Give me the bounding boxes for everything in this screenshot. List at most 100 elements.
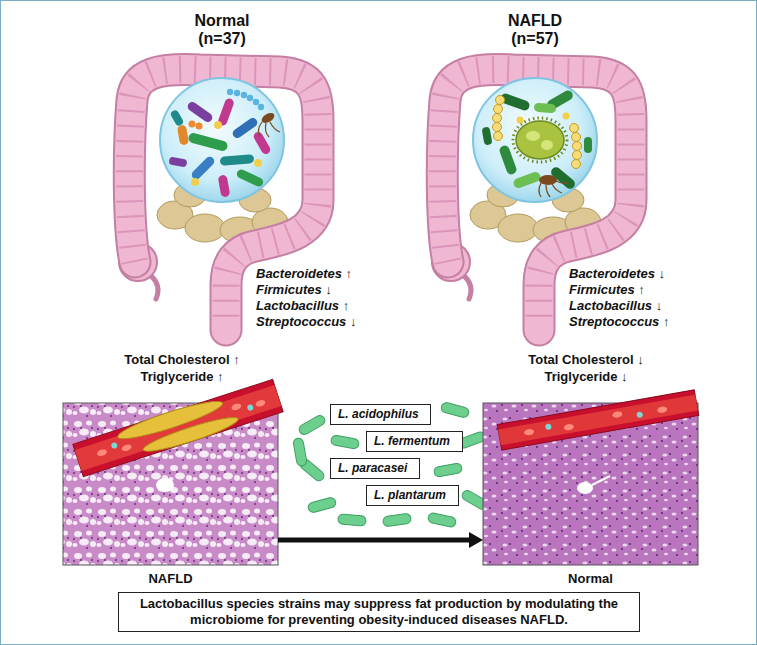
normal-microbiome xyxy=(190,155,216,181)
lactobacillus-rods xyxy=(338,514,367,526)
nafld-microbiome xyxy=(584,137,592,153)
nafld-microbiome xyxy=(493,123,502,132)
lactobacillus-rods xyxy=(433,463,462,478)
lactobacillus-rods xyxy=(297,414,326,437)
caption-text: Lactobacillus species strains may suppre… xyxy=(127,596,631,628)
connector-group xyxy=(278,540,471,541)
nafld-microbiome xyxy=(473,78,597,202)
clear-blood-vessel xyxy=(612,411,623,419)
taxon-change: Firmicutes ↓ xyxy=(256,282,332,298)
clear-blood-vessel xyxy=(497,390,698,450)
nafld-microbiome xyxy=(493,114,502,123)
normal-microbiome xyxy=(196,123,203,130)
clogged-blood-vessel xyxy=(73,378,284,476)
nafld-microbiome xyxy=(517,117,524,124)
lipid-level: Total Cholesterol ↓ xyxy=(528,352,643,368)
nafld-microbiome xyxy=(473,78,597,202)
normal-microbiome xyxy=(254,159,262,167)
taxon-change: Streptococcus ↓ xyxy=(256,314,356,330)
strain-name: L. acidophilus xyxy=(338,407,419,422)
clear-blood-vessel xyxy=(657,406,668,414)
strain-box: L. paracasei xyxy=(330,458,420,479)
normal-microbiome xyxy=(218,174,231,197)
nafld-microbiome xyxy=(572,133,581,142)
normal-microbiome xyxy=(187,132,228,152)
nafld-microbiome xyxy=(494,132,503,141)
clogged-blood-vessel xyxy=(96,448,107,457)
clogged-blood-vessel xyxy=(111,442,119,450)
normal-microbiome xyxy=(189,121,196,128)
panel-heading: NAFLD xyxy=(63,571,278,587)
taxon-change: Streptococcus ↑ xyxy=(569,314,669,330)
nafld-liver-histology xyxy=(156,478,174,492)
lipid-level: Triglyceride ↓ xyxy=(544,369,627,385)
nafld-microbiome xyxy=(481,126,492,145)
normal-liver-histology xyxy=(577,482,593,494)
nafld-microbiome xyxy=(496,96,505,105)
normal-microbiome xyxy=(168,156,187,167)
taxon-change: Firmicutes ↑ xyxy=(569,282,645,298)
clear-blood-vessel xyxy=(563,423,574,431)
nafld-microbiome xyxy=(570,124,579,133)
normal-microbiome xyxy=(234,90,240,96)
clogged-blood-vessel xyxy=(121,443,132,452)
lactobacillus-rods xyxy=(330,435,359,450)
nafld-microbiome xyxy=(572,160,581,169)
lactobacillus-rods xyxy=(440,402,470,419)
normal-microbiome xyxy=(252,130,272,155)
normal-microbiome xyxy=(253,99,259,105)
normal-liver-histology xyxy=(592,476,610,485)
panel-title: NAFLD xyxy=(148,571,192,587)
nafld-microbiome xyxy=(513,118,567,162)
panel-heading: Normal xyxy=(483,571,698,587)
nafld-microbiome xyxy=(539,175,557,185)
strain-name: L. paracasei xyxy=(338,461,407,476)
normal-microbiome xyxy=(235,168,264,188)
clogged-blood-vessel xyxy=(141,412,240,456)
normal-microbiome xyxy=(214,121,222,129)
taxon-change: Lactobacillus ↓ xyxy=(569,298,662,314)
nafld-microbiome xyxy=(573,151,582,160)
normal-microbiome xyxy=(227,89,233,95)
lactobacillus-rods xyxy=(293,402,490,528)
strain-name: L. plantarum xyxy=(374,488,446,503)
normal-microbiome xyxy=(258,104,264,110)
lactobacillus-rods xyxy=(427,512,456,528)
lipid-level: Triglyceride ↑ xyxy=(140,369,223,385)
clear-blood-vessel xyxy=(636,411,643,418)
nafld-microbiome xyxy=(534,103,557,114)
clear-blood-vessel xyxy=(545,423,552,430)
nafld-microbiome xyxy=(494,105,503,114)
nafld-microbiome xyxy=(512,171,542,190)
normal-microbiome xyxy=(241,92,247,98)
normal-microbiome xyxy=(160,78,284,202)
lactobacillus-rods xyxy=(293,437,308,466)
panel-title: Normal xyxy=(568,571,613,587)
group-heading: Normal (n=37) xyxy=(194,12,249,48)
taxon-change: Bacteroidetes ↑ xyxy=(256,266,352,282)
histology-panel: NAFLD xyxy=(63,403,278,565)
clogged-blood-vessel xyxy=(73,379,283,476)
histology-panel: Normal xyxy=(483,403,698,565)
caption-box: Lactobacillus species strains may suppre… xyxy=(118,592,640,632)
lipid-level: Total Cholesterol ↑ xyxy=(124,352,239,368)
lactobacillus-rods xyxy=(382,513,411,527)
normal-microbiome xyxy=(170,109,185,127)
clogged-blood-vessel xyxy=(255,399,266,408)
clear-blood-vessel xyxy=(497,390,698,450)
normal-microbiome xyxy=(220,154,255,166)
normal-microbiome xyxy=(160,78,284,202)
strain-box: L. acidophilus xyxy=(330,404,431,425)
strain-box: L. plantarum xyxy=(366,485,459,506)
nafld-microbiome xyxy=(516,121,564,159)
normal-microbiome xyxy=(186,100,214,123)
group-heading: NAFLD (n=57) xyxy=(508,12,562,48)
taxon-change: Bacteroidetes ↓ xyxy=(569,266,665,282)
nafld-microbiome xyxy=(563,113,570,120)
strain-box: L. fermentum xyxy=(366,431,463,452)
lactobacillus-rods xyxy=(307,497,337,514)
nafld-microbiome xyxy=(526,131,540,141)
clear-blood-vessel xyxy=(524,428,535,436)
normal-microbiome xyxy=(260,111,276,125)
